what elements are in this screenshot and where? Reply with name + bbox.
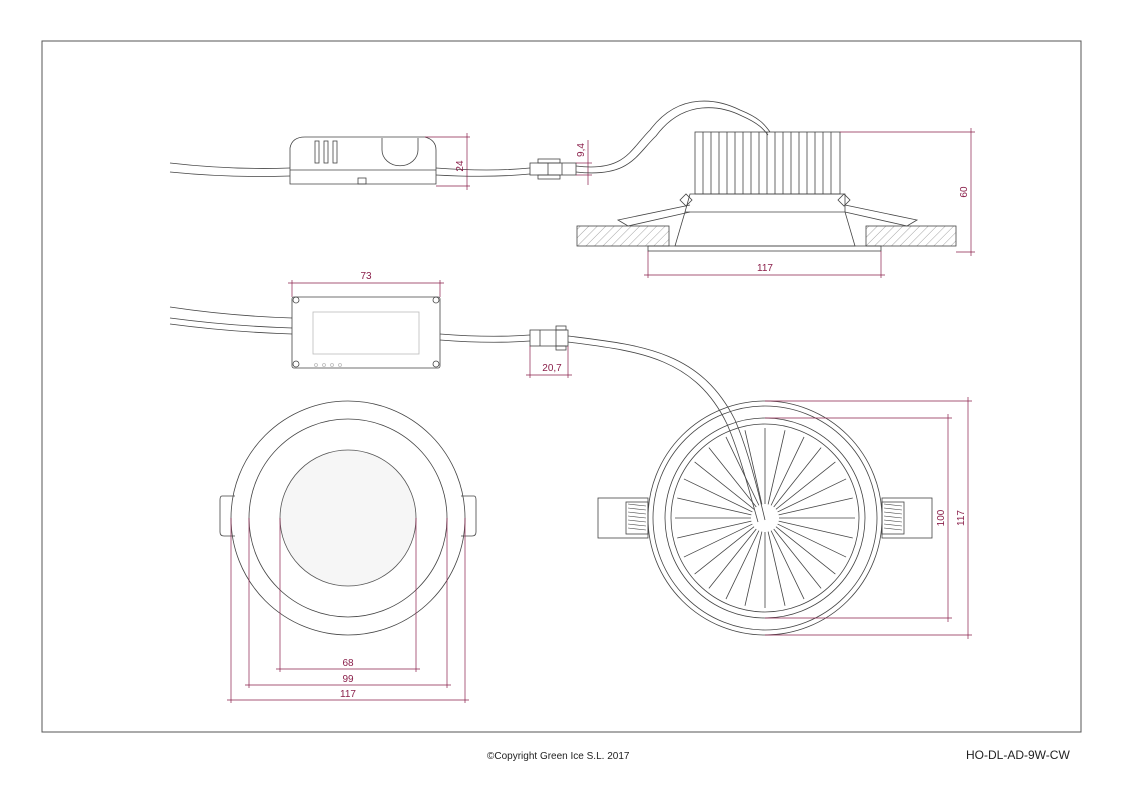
heatsink-fin bbox=[694, 461, 755, 510]
heatsink-fin bbox=[777, 523, 847, 558]
heatsink-fin bbox=[767, 531, 786, 606]
clip-coil-left bbox=[627, 503, 647, 531]
heatsink-fin bbox=[770, 530, 805, 600]
driver-length-label: 73 bbox=[360, 271, 372, 282]
connector-side-view bbox=[529, 158, 577, 180]
front-outer-label: 117 bbox=[340, 689, 356, 700]
heatsink-fin bbox=[708, 528, 757, 589]
back-inner-label: 100 bbox=[936, 509, 947, 526]
heatsink-fin bbox=[694, 526, 755, 575]
heatsink-fin bbox=[744, 430, 763, 505]
heatsink-fin bbox=[725, 530, 760, 600]
heatsink-fin bbox=[778, 520, 853, 539]
front-dimensions bbox=[227, 518, 469, 703]
heatsink-fin bbox=[725, 436, 760, 506]
clip-coil-right bbox=[883, 503, 903, 531]
heatsink-fin bbox=[677, 497, 752, 516]
heatsink-fin bbox=[677, 520, 752, 539]
lamp-height-label: 60 bbox=[959, 186, 970, 198]
heatsink-fin bbox=[770, 436, 805, 506]
driver-length-dimension bbox=[288, 280, 444, 297]
connector-height-label: 9,4 bbox=[576, 143, 587, 157]
connector-length-dimension bbox=[526, 346, 572, 378]
lamp-side-diameter-label: 117 bbox=[757, 263, 773, 274]
heatsink-fin bbox=[744, 531, 763, 606]
connector-height-dimension bbox=[576, 140, 592, 185]
cable-to-lamp-side bbox=[575, 100, 771, 174]
heatsink-fin bbox=[777, 478, 847, 513]
lamp-height-dimension bbox=[840, 128, 975, 256]
heatsink-fin bbox=[767, 430, 786, 505]
ceiling-section-left bbox=[576, 225, 670, 247]
driver-height-dimension bbox=[425, 133, 470, 190]
connector-length-label: 20,7 bbox=[542, 363, 562, 374]
back-dimensions bbox=[765, 397, 972, 639]
front-middle-label: 99 bbox=[342, 674, 354, 685]
heatsink-fin bbox=[773, 447, 822, 508]
driver-side-view bbox=[169, 136, 531, 185]
heatsink-fin bbox=[778, 497, 853, 516]
heatsink-fin bbox=[775, 461, 836, 510]
lamp-back-view bbox=[597, 400, 933, 636]
copyright-text: ©Copyright Green Ice S.L. 2017 bbox=[487, 751, 630, 762]
drawing-frame bbox=[41, 40, 1082, 733]
driver-height-label: 24 bbox=[455, 160, 466, 172]
lamp-side-view bbox=[616, 131, 919, 252]
heatsink-fin bbox=[708, 447, 757, 508]
front-inner-label: 68 bbox=[342, 658, 354, 669]
heatsink-fin bbox=[775, 526, 836, 575]
driver-top-view bbox=[169, 296, 531, 369]
model-number: HO-DL-AD-9W-CW bbox=[966, 748, 1070, 762]
heatsink-fin bbox=[683, 523, 753, 558]
lamp-side-diameter-dimension bbox=[644, 251, 885, 278]
back-outer-label: 117 bbox=[956, 510, 967, 526]
ceiling-section-right bbox=[865, 225, 957, 247]
lamp-front-view bbox=[219, 400, 477, 636]
heatsink-fin bbox=[683, 478, 753, 513]
heatsink-fin bbox=[773, 528, 822, 589]
